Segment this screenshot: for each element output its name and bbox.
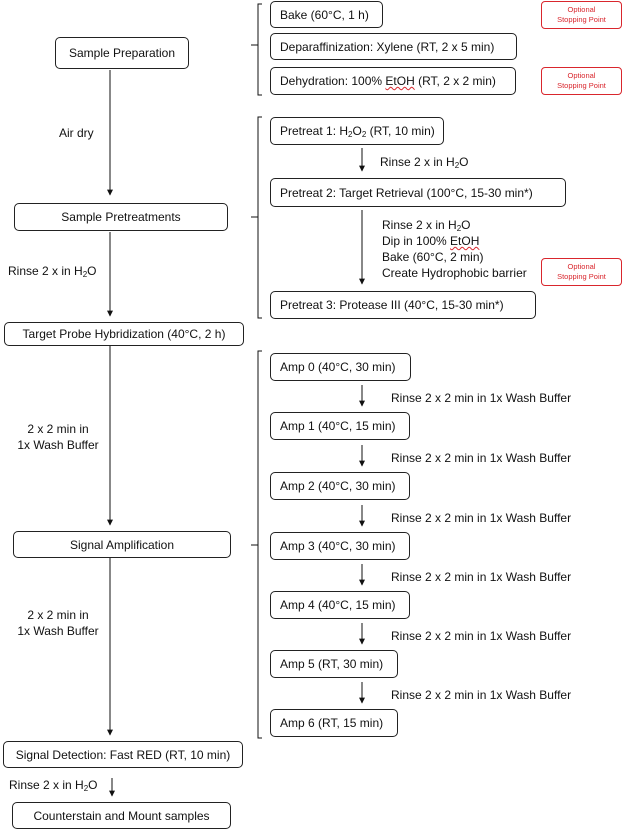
pretreat-2-label: Pretreat 2: Target Retrieval (100°C, 15-… <box>280 185 533 200</box>
optional-stopping-point-3: Optional Stopping Point <box>541 258 622 286</box>
bracket-pretreat <box>257 116 262 319</box>
bake-box: Bake (60°C, 1 h) <box>270 1 383 28</box>
optional-stopping-point-1: Optional Stopping Point <box>541 1 622 29</box>
wash-label-2: 2 x 2 min in 1x Wash Buffer <box>17 608 99 638</box>
wash-label-1: 2 x 2 min in 1x Wash Buffer <box>17 422 99 452</box>
pretreat-3-box: Pretreat 3: Protease III (40°C, 15-30 mi… <box>270 291 536 319</box>
counterstain-box: Counterstain and Mount samples <box>12 802 231 829</box>
rinse-h2o-label-3: Rinse 2 x in H2O <box>380 155 469 170</box>
sample-preparation-box: Sample Preparation <box>55 37 189 69</box>
amp-0-box: Amp 0 (40°C, 30 min) <box>270 353 411 381</box>
amp-6-label: Amp 6 (RT, 15 min) <box>280 716 384 730</box>
amp-2-box: Amp 2 (40°C, 30 min) <box>270 472 410 500</box>
amp-4-box: Amp 4 (40°C, 15 min) <box>270 591 410 619</box>
rinse-h2o-label-1: Rinse 2 x in H2O <box>8 264 97 279</box>
signal-amplification-label: Signal Amplification <box>69 537 175 552</box>
optional-stopping-point-2: Optional Stopping Point <box>541 67 622 95</box>
rinse-h2o-note: Rinse 2 x in H2O <box>382 218 471 233</box>
pretreat-1-box: Pretreat 1: H2O2 (RT, 10 min) <box>270 117 444 145</box>
amp-rinse-label-3: Rinse 2 x 2 min in 1x Wash Buffer <box>391 511 572 525</box>
amp-rinse-label-1: Rinse 2 x 2 min in 1x Wash Buffer <box>391 391 572 405</box>
bake-label: Bake (60°C, 1 h) <box>280 7 369 22</box>
barrier-note: Create Hydrophobic barrier <box>382 266 527 280</box>
signal-detection-box: Signal Detection: Fast RED (RT, 10 min) <box>3 741 243 768</box>
sample-pretreatments-label: Sample Pretreatments <box>61 210 181 224</box>
amp-rinse-label-4: Rinse 2 x 2 min in 1x Wash Buffer <box>391 570 572 584</box>
amp-2-label: Amp 2 (40°C, 30 min) <box>280 479 396 493</box>
dip-etoh-note: Dip in 100% EtOH <box>382 234 480 248</box>
amp-5-box: Amp 5 (RT, 30 min) <box>270 650 398 678</box>
air-dry-label: Air dry <box>59 126 94 140</box>
rinse-h2o-label-2: Rinse 2 x in H2O <box>9 778 98 793</box>
amp-0-label: Amp 0 (40°C, 30 min) <box>280 360 396 374</box>
bake-note: Bake (60°C, 2 min) <box>382 250 484 264</box>
amp-1-box: Amp 1 (40°C, 15 min) <box>270 412 410 440</box>
signal-amplification-box: Signal Amplification <box>13 531 231 558</box>
amp-rinse-label-6: Rinse 2 x 2 min in 1x Wash Buffer <box>391 688 572 702</box>
pretreat-notes: Rinse 2 x in H2O Dip in 100% EtOH Bake (… <box>382 217 527 281</box>
amp-rinse-label-5: Rinse 2 x 2 min in 1x Wash Buffer <box>391 629 572 643</box>
deparaffinization-label: Deparaffinization: Xylene (RT, 2 x 5 min… <box>280 39 495 54</box>
signal-detection-label: Signal Detection: Fast RED (RT, 10 min) <box>15 747 231 762</box>
amp-5-label: Amp 5 (RT, 30 min) <box>280 657 384 671</box>
bracket-prep <box>257 3 262 96</box>
amp-1-label: Amp 1 (40°C, 15 min) <box>280 419 396 433</box>
pretreat-3-label: Pretreat 3: Protease III (40°C, 15-30 mi… <box>280 298 504 312</box>
deparaffinization-box: Deparaffinization: Xylene (RT, 2 x 5 min… <box>270 33 517 60</box>
amp-3-label: Amp 3 (40°C, 30 min) <box>280 539 396 553</box>
counterstain-label: Counterstain and Mount samples <box>33 808 210 823</box>
pretreat-2-box: Pretreat 2: Target Retrieval (100°C, 15-… <box>270 178 566 207</box>
sample-pretreatments-box: Sample Pretreatments <box>14 203 228 231</box>
amp-rinse-label-2: Rinse 2 x 2 min in 1x Wash Buffer <box>391 451 572 465</box>
dehydration-label: Dehydration: 100% EtOH (RT, 2 x 2 min) <box>280 74 496 88</box>
bracket-amp <box>257 350 262 739</box>
pretreat-1-label: Pretreat 1: H2O2 (RT, 10 min) <box>280 124 435 139</box>
amp-6-box: Amp 6 (RT, 15 min) <box>270 709 398 737</box>
target-probe-label: Target Probe Hybridization (40°C, 2 h) <box>22 327 226 341</box>
amp-3-box: Amp 3 (40°C, 30 min) <box>270 532 410 560</box>
target-probe-box: Target Probe Hybridization (40°C, 2 h) <box>4 322 244 346</box>
dehydration-box: Dehydration: 100% EtOH (RT, 2 x 2 min) <box>270 67 516 95</box>
amp-4-label: Amp 4 (40°C, 15 min) <box>280 598 396 612</box>
sample-preparation-label: Sample Preparation <box>68 46 176 60</box>
